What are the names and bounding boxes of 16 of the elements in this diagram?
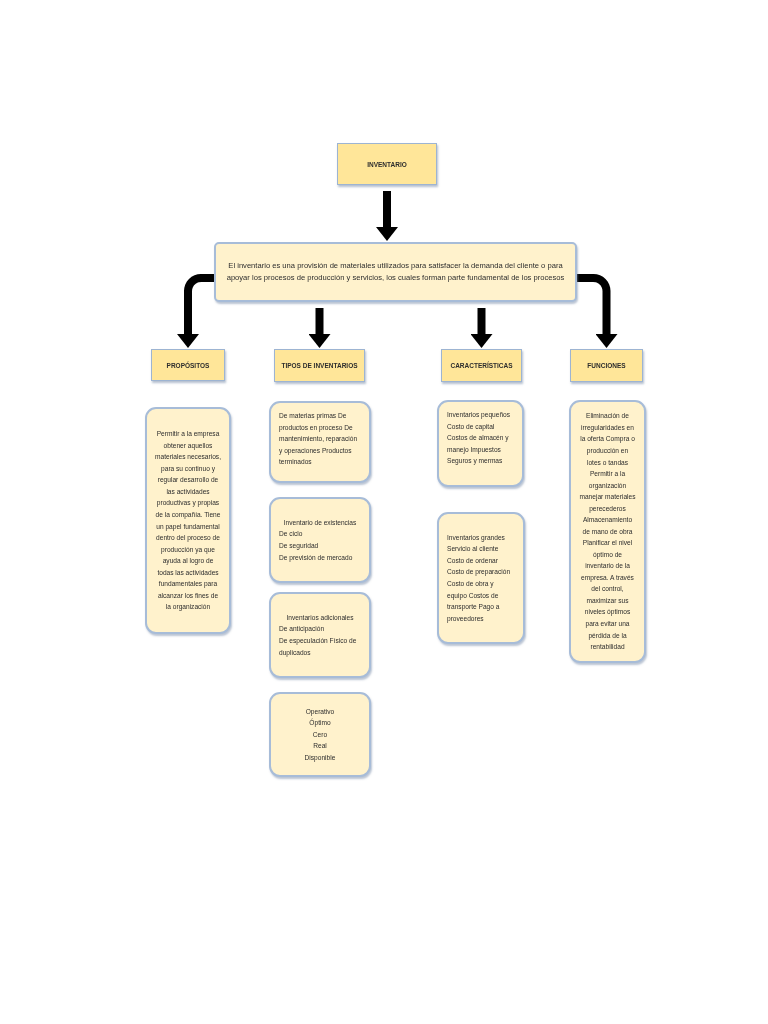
arrow xyxy=(577,274,618,348)
title-box xyxy=(337,143,437,185)
definition-box xyxy=(214,242,577,302)
category-box xyxy=(441,349,522,382)
category-box xyxy=(274,349,365,382)
info-card xyxy=(269,497,371,583)
info-card xyxy=(269,401,371,483)
info-card xyxy=(269,592,371,678)
info-card xyxy=(569,400,646,663)
info-card xyxy=(269,692,371,777)
arrow xyxy=(177,274,214,348)
info-card xyxy=(437,400,524,487)
category-box xyxy=(151,349,225,381)
info-card xyxy=(145,407,231,634)
category-box xyxy=(570,349,643,382)
info-card xyxy=(437,512,525,644)
